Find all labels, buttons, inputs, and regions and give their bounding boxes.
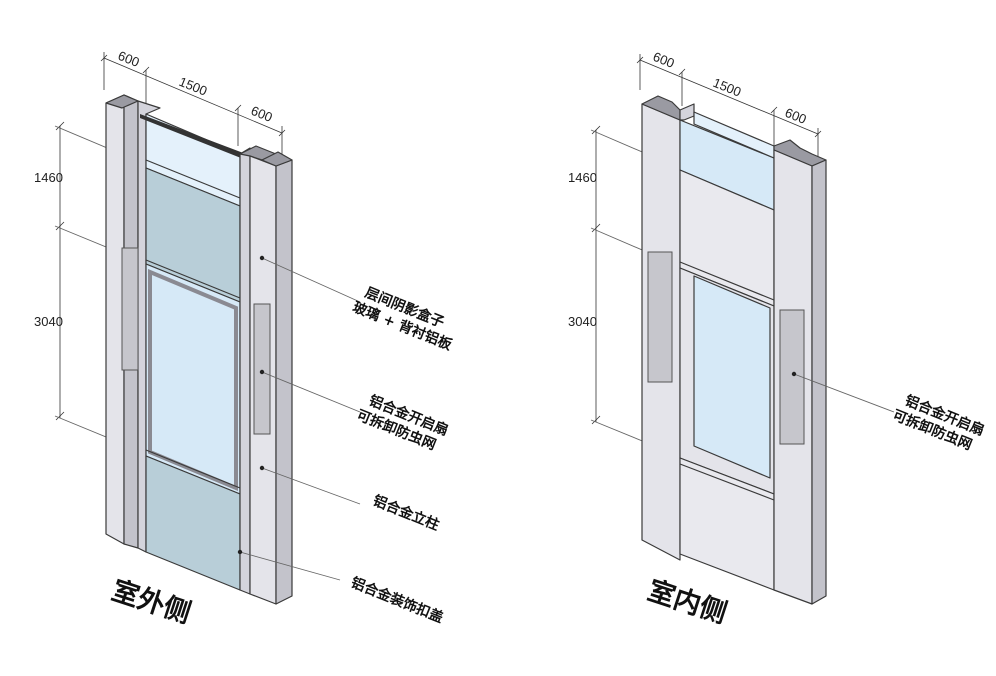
interior-glazing <box>679 111 775 591</box>
exterior-dim-width-mid: 1500 <box>177 74 209 99</box>
exterior-callouts: 层间阴影盒子 玻璃 + 背衬铝板 铝合金开启扇 可拆卸防虫网 铝合金立柱 铝合金… <box>349 284 456 626</box>
exterior-sash-frame <box>148 268 238 492</box>
interior-dim-height-top: 1460 <box>568 170 597 185</box>
exterior-callout-4: 铝合金装饰扣盖 <box>349 574 446 626</box>
interior-right-mullion <box>773 139 827 605</box>
exterior-glazing <box>140 113 246 591</box>
interior-dim-width-right: 600 <box>783 105 809 127</box>
interior-sash <box>693 275 771 479</box>
exterior-callout-3: 铝合金立柱 <box>371 492 442 534</box>
interior-left-cover-plate <box>647 251 673 383</box>
interior-dim-width-left: 600 <box>651 49 677 71</box>
exterior-dim-height-top: 1460 <box>34 170 63 185</box>
exterior-dim-width-right: 600 <box>249 103 275 125</box>
exterior-caption: 室外侧 <box>108 574 195 629</box>
exterior-dim-width-left: 600 <box>116 48 142 70</box>
exterior-callout-leaders <box>237 255 361 581</box>
interior-right-cover-plate <box>779 309 805 445</box>
interior-caption: 室内侧 <box>644 574 731 629</box>
exterior-left-mullion <box>105 94 161 553</box>
interior-dim-height-mid: 3040 <box>568 314 597 329</box>
interior-view: 600 1500 600 1460 3040 <box>568 49 987 630</box>
interior-left-mullion <box>641 95 695 561</box>
exterior-right-mullion <box>239 145 293 605</box>
interior-callouts: 铝合金开启扇 可拆卸防虫网 <box>890 392 987 454</box>
interior-callout-leaders <box>791 371 895 413</box>
exterior-right-cover-plate <box>253 303 271 435</box>
exterior-dim-height-mid: 3040 <box>34 314 63 329</box>
exterior-view: 600 1500 600 1460 3040 <box>34 48 456 630</box>
exterior-left-cover-plate <box>121 247 139 371</box>
